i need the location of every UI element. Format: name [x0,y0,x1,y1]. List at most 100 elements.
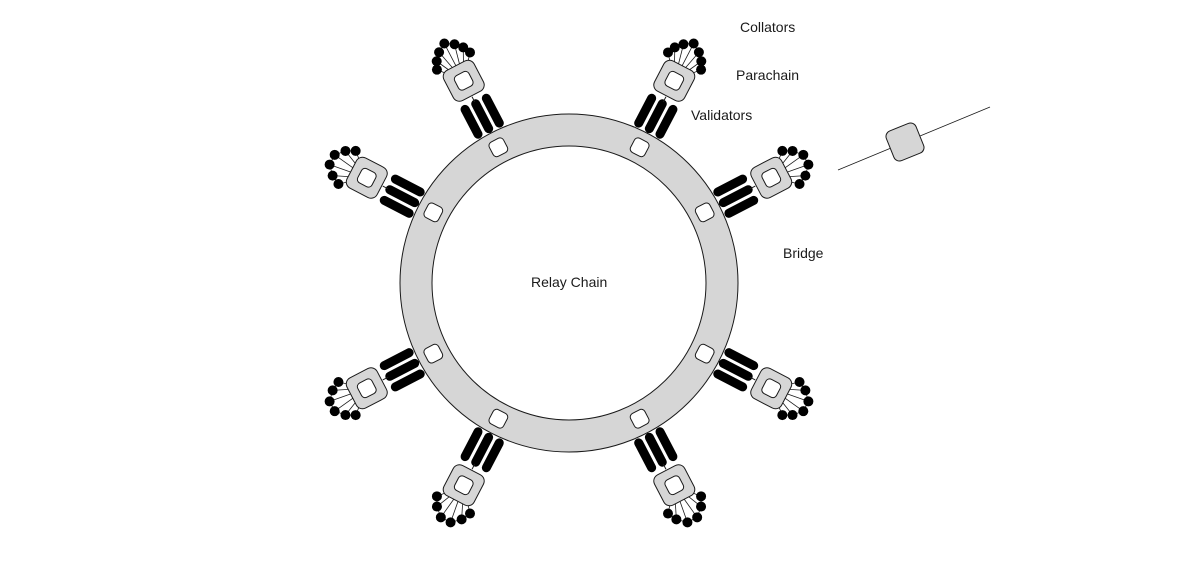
collator [324,396,335,407]
collator [350,145,361,156]
collator [803,396,814,407]
bridge [837,106,991,171]
relay-ring-band [400,114,738,452]
parachain-core [761,378,782,399]
relay-ring-outer [399,113,739,453]
validator [481,93,504,128]
collator [696,64,707,75]
validator [379,348,414,371]
parachain-cluster [713,348,814,421]
collator [464,508,475,519]
collator [329,406,340,417]
collator [682,517,693,528]
collator [431,501,442,512]
validator-connector [471,463,476,470]
collator [688,38,699,49]
relay-chain-label: Relay Chain [531,274,608,290]
collator [693,47,704,58]
bridge-block [885,122,925,162]
relay-chain-ring [399,113,739,453]
collator [449,39,460,50]
collator [445,517,456,528]
parachains [324,38,814,528]
validator-connector [749,185,756,190]
parachain-core [453,70,474,91]
validator [460,104,483,139]
validator [644,99,667,134]
parachain-core [761,167,782,188]
collator [434,47,445,58]
validator [713,174,748,197]
parachain-cluster [324,348,425,421]
collator [340,410,351,421]
parachain-cluster [713,145,814,218]
parachain-cluster [634,427,707,528]
parachain-core [453,475,474,496]
relay-slot [423,343,444,364]
relay-ring-inner [431,145,707,421]
collator [678,39,689,50]
relay-slot [488,137,509,158]
validator-connector [662,96,667,103]
relay-slot [488,408,509,429]
parachain-slots [423,137,715,429]
validator [718,358,753,381]
validator [390,369,425,392]
collator [327,170,338,181]
validator [724,348,759,371]
validator [644,432,667,467]
relay-slot [694,202,715,223]
relay-slot [694,343,715,364]
collator [439,38,450,49]
validator [634,438,657,473]
collator [696,491,707,502]
collator [329,149,340,160]
validator [634,93,657,128]
collator [350,410,361,421]
collator [777,145,788,156]
validator-connector [662,463,667,470]
collator [800,385,811,396]
validator [724,195,759,218]
validator [460,427,483,462]
parachain-label: Parachain [736,67,800,83]
collator [327,385,338,396]
collator [794,178,805,189]
validator [713,369,748,392]
collator [456,514,467,525]
validator-connector [749,376,756,381]
collator [435,512,446,523]
collator [798,149,809,160]
validator [655,427,678,462]
collator [794,377,805,388]
collator [803,159,814,170]
validator [655,104,678,139]
collator [787,410,798,421]
collator [340,145,351,156]
validator [390,174,425,197]
collator [692,512,703,523]
collator [333,178,344,189]
parachain-cluster [324,145,425,218]
validator-connector [382,376,389,381]
parachain-cluster [431,38,504,139]
collator [671,514,682,525]
collator [431,56,442,67]
collator [787,145,798,156]
relay-slot [629,408,650,429]
collator [663,508,674,519]
parachain-cluster [431,427,504,528]
validators-label: Validators [691,107,753,123]
collator [333,377,344,388]
parachain-cluster [634,38,707,139]
parachain-core [664,475,685,496]
collator [464,47,475,58]
validator [379,195,414,218]
validator-connector [382,185,389,190]
parachain-core [356,378,377,399]
collator [431,491,442,502]
collator [696,56,707,67]
relay-slot [629,137,650,158]
collators-label: Collators [740,19,796,35]
